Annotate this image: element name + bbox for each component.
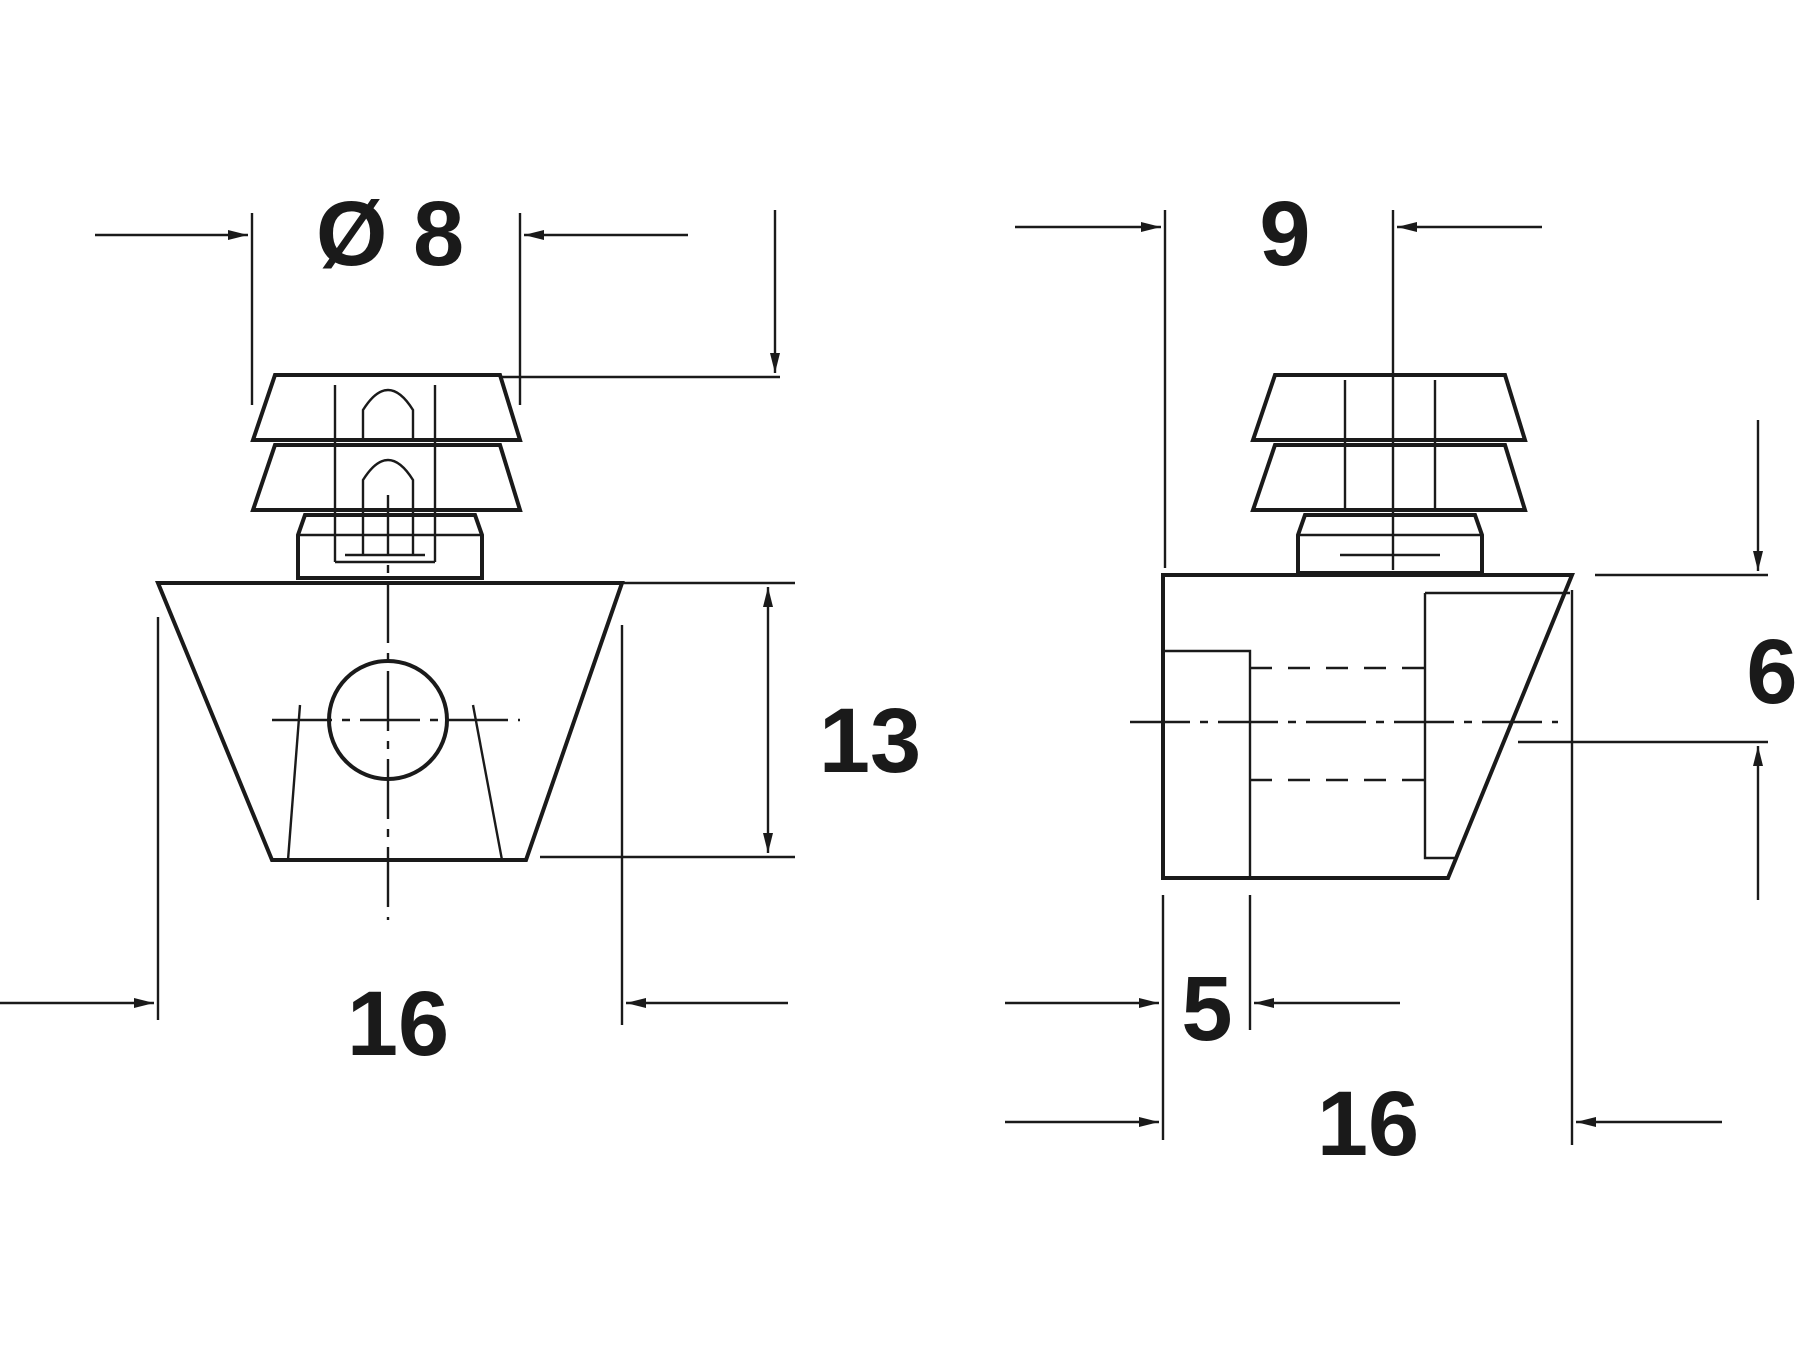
dim-side-top: 9 (1015, 183, 1542, 570)
dim-cap-top (500, 210, 780, 379)
front-neck (296, 513, 484, 580)
front-cap-lower (250, 443, 523, 512)
side-cap-lower (1250, 443, 1528, 512)
dim-offset: 6 (1518, 420, 1798, 900)
side-body (1161, 573, 1575, 880)
front-slot (333, 385, 437, 564)
front-view: Ø 8 13 16 (0, 183, 921, 1075)
dim-front-width: 16 (0, 617, 788, 1075)
side-view: 9 6 5 16 (1005, 183, 1798, 1175)
dim-depth: 5 (1005, 895, 1400, 1140)
front-body (155, 581, 625, 862)
diameter-label: Ø 8 (316, 183, 464, 285)
offset-label: 6 (1746, 621, 1797, 723)
height-label: 13 (819, 690, 921, 792)
front-cap-upper (250, 373, 523, 442)
side-top-label: 9 (1259, 183, 1310, 285)
front-width-label: 16 (347, 973, 449, 1075)
side-width-label: 16 (1317, 1073, 1419, 1175)
dim-diameter: Ø 8 (95, 183, 688, 405)
depth-label: 5 (1181, 958, 1232, 1060)
dim-height: 13 (540, 581, 921, 859)
side-cap-upper (1250, 373, 1528, 442)
dim-side-width: 16 (1005, 590, 1722, 1175)
side-neck (1296, 513, 1484, 575)
